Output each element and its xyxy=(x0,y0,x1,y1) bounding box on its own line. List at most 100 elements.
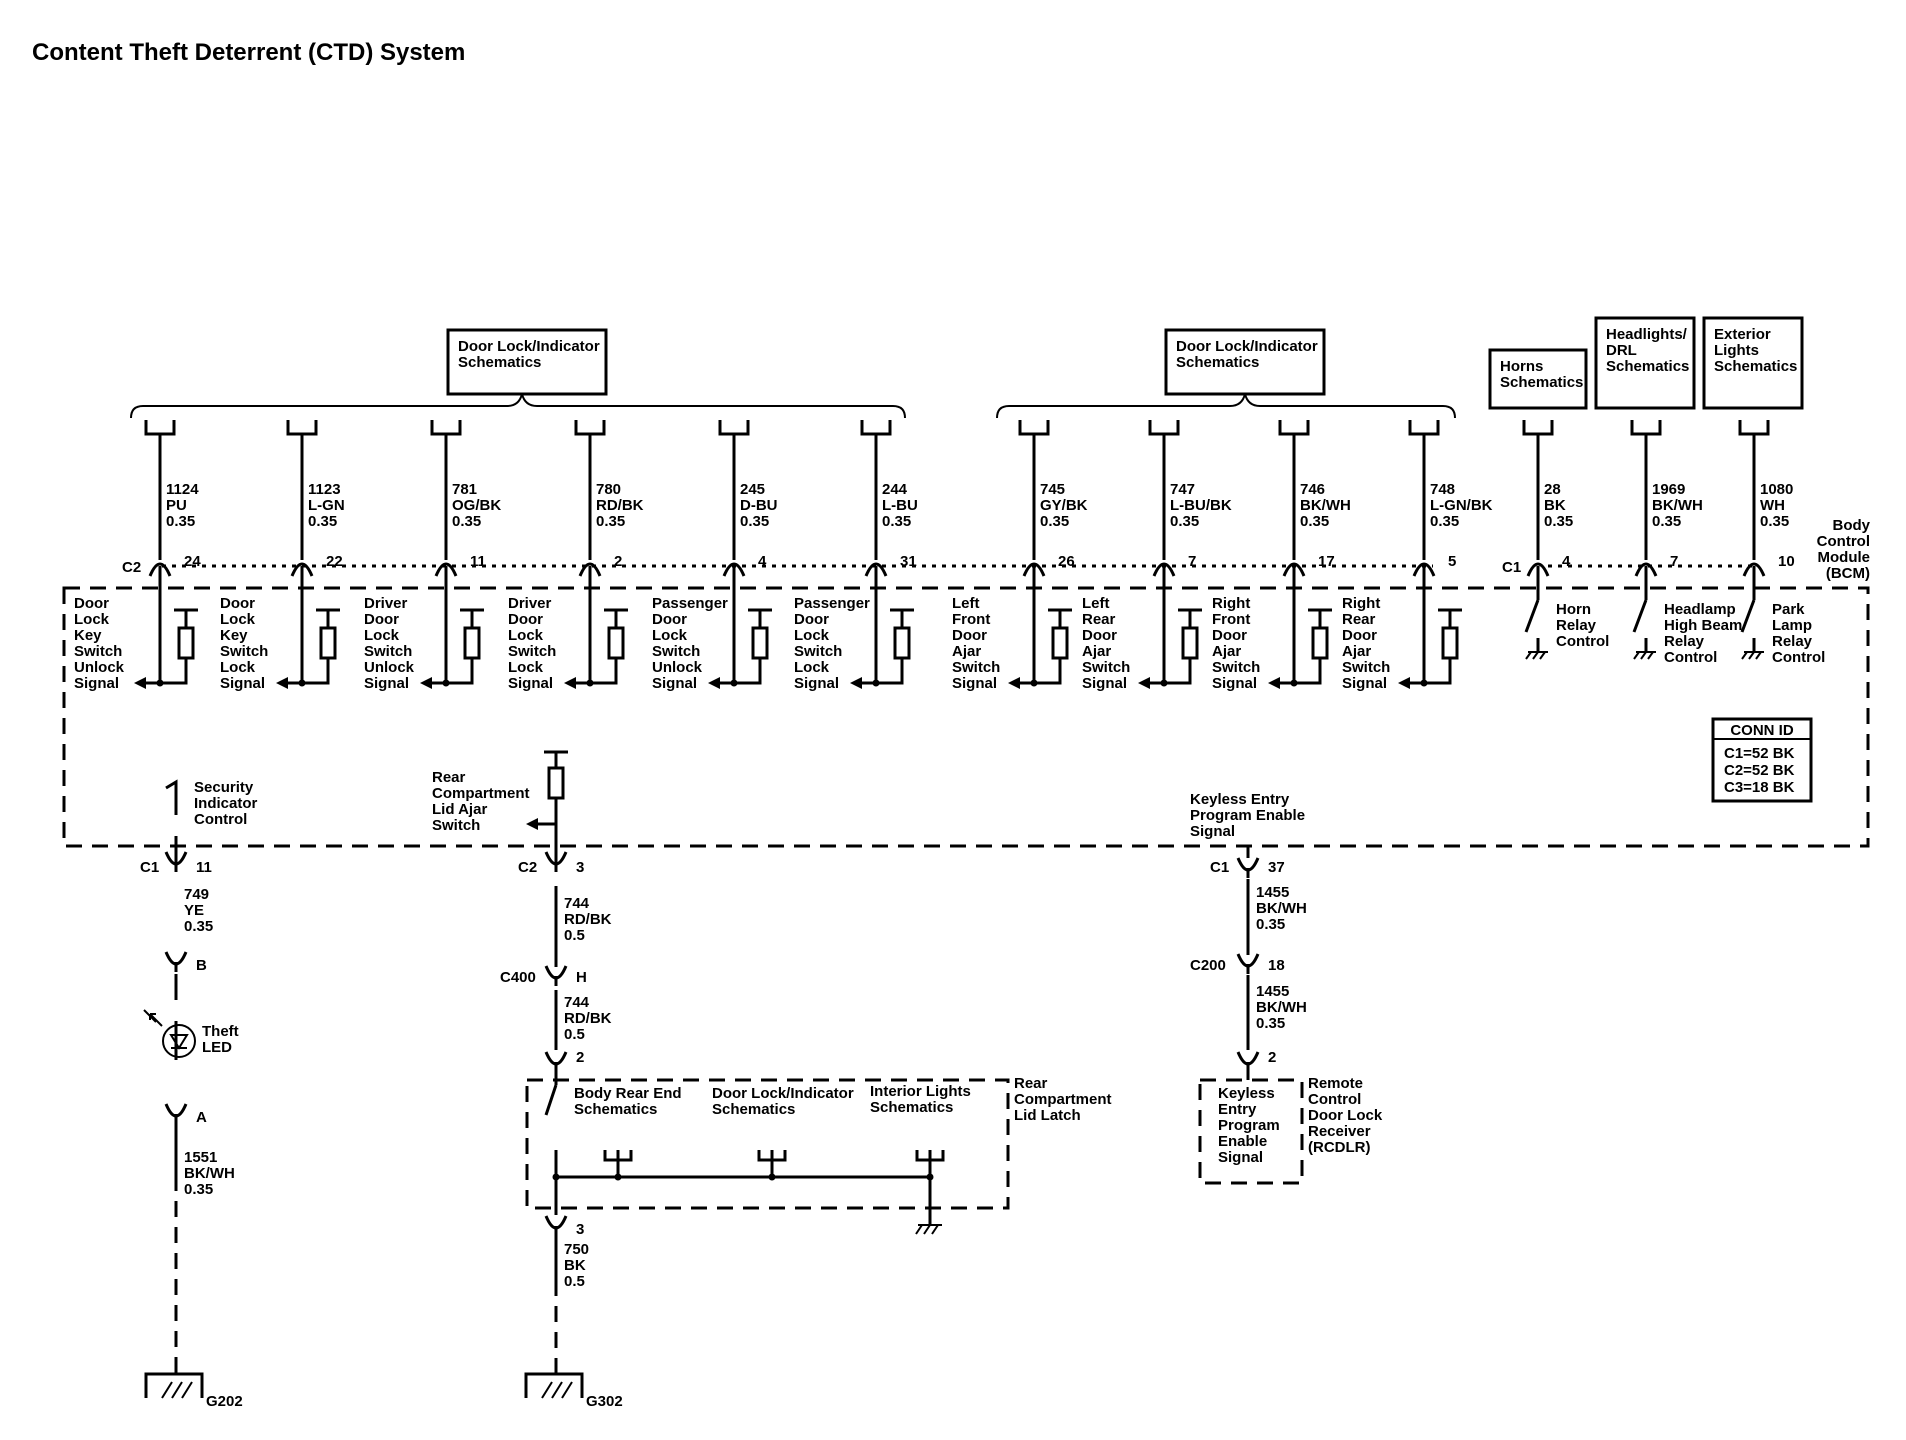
connector-breaks xyxy=(164,851,1260,1236)
ground-label: G302 xyxy=(586,1393,623,1410)
signal-label-line: Door xyxy=(794,611,829,628)
wire-color: BK/WH xyxy=(1652,497,1703,514)
connector-latch-break xyxy=(544,1051,568,1072)
signal-label-line: Door xyxy=(220,595,255,612)
led-label-line: LED xyxy=(202,1039,232,1056)
wire-text: 749 xyxy=(184,886,209,903)
wire-gauge: 0.35 xyxy=(452,513,481,530)
signal-label-line: Lamp xyxy=(1772,617,1812,634)
signal-label-line: Control xyxy=(1556,633,1609,650)
signal-label-line: Signal xyxy=(1342,675,1387,692)
wire-color: L-BU/BK xyxy=(1170,497,1232,514)
wire-number: 746 xyxy=(1300,481,1325,498)
connector-keyless-c1-break xyxy=(1236,857,1260,878)
keyless-conn: C1 xyxy=(1210,859,1229,876)
signal-label-line: Switch xyxy=(1082,659,1130,676)
latch-name-line: Lid Latch xyxy=(1014,1107,1081,1124)
schematic-ref: Interior Lights xyxy=(870,1083,971,1100)
signal-label-line: Control xyxy=(1772,649,1825,666)
signal-label-line: Relay xyxy=(1664,633,1705,650)
wire-color: BK xyxy=(1544,497,1566,514)
ground-symbols xyxy=(144,1372,584,1399)
keyless-label-line: Signal xyxy=(1190,823,1235,840)
c2-connector-label: C2 xyxy=(122,559,141,576)
rear-label-line: Rear xyxy=(432,769,466,786)
connector-pin: 4 xyxy=(1562,553,1571,570)
conn-id-header: CONN ID xyxy=(1730,722,1794,739)
signal-label-line: Ajar xyxy=(1212,643,1241,660)
wire-number: 1123 xyxy=(308,481,341,498)
signal-label-line: Signal xyxy=(508,675,553,692)
signal-label-line: Switch xyxy=(1212,659,1260,676)
bcm-circuit: 244L-BU0.3531PassengerDoorLockSwitchLock… xyxy=(794,420,918,692)
connector-pin: 5 xyxy=(1448,553,1456,570)
wire-gauge: 0.35 xyxy=(1040,513,1069,530)
connector-c2-break xyxy=(544,851,568,872)
security-label-line: Indicator xyxy=(194,795,258,812)
rcdlr-name-line: Control xyxy=(1308,1091,1361,1108)
signal-label-line: Door xyxy=(364,611,399,628)
connector-pin: 4 xyxy=(758,553,767,570)
wire-gauge: 0.35 xyxy=(1430,513,1459,530)
signal-label-line: Lock xyxy=(508,659,544,676)
reference-box-line: Schematics xyxy=(1176,354,1259,371)
security-pin: 11 xyxy=(196,859,212,876)
signal-label-line: Ajar xyxy=(1342,643,1371,660)
wire-number: 1969 xyxy=(1652,481,1685,498)
rcdlr-name-line: Door Lock xyxy=(1308,1107,1383,1124)
signal-label-line: Switch xyxy=(652,643,700,660)
wire-color: WH xyxy=(1760,497,1785,514)
security-indicator-circuit: Security Indicator Control C1 11 749 YE … xyxy=(140,779,258,1410)
signal-label-line: Door xyxy=(652,611,687,628)
connector-latch-out-break xyxy=(544,1215,568,1236)
signal-label-line: Lock xyxy=(794,659,830,676)
led-label-line: Theft xyxy=(202,1023,239,1040)
connector-pin: 10 xyxy=(1778,553,1795,570)
signal-label-line: Driver xyxy=(508,595,552,612)
signal-label-line: Door xyxy=(1082,627,1117,644)
wire-text: 0.5 xyxy=(564,927,585,944)
signal-label-line: Signal xyxy=(1212,675,1257,692)
bcm-label: Body Control Module (BCM) xyxy=(1817,517,1871,582)
signal-label-line: Door xyxy=(1342,627,1377,644)
wire-number: 244 xyxy=(882,481,908,498)
bcm-circuit: 745GY/BK0.3526LeftFrontDoorAjarSwitchSig… xyxy=(952,420,1088,692)
bcm-label-line: Module xyxy=(1818,549,1871,566)
wire-number: 28 xyxy=(1544,481,1561,498)
c400-pin: H xyxy=(576,969,587,986)
wire-color: D-BU xyxy=(740,497,778,514)
bcm-label-line: Control xyxy=(1817,533,1870,550)
bcm-circuit: 1124PU0.3524DoorLockKeySwitchUnlockSigna… xyxy=(74,420,201,692)
signal-label-line: Passenger xyxy=(794,595,870,612)
wire-gauge: 0.35 xyxy=(882,513,911,530)
rcdlr-signal-line: Enable xyxy=(1218,1133,1267,1150)
wire-number: 1124 xyxy=(166,481,199,498)
bcm-circuit: 746BK/WH0.3517RightFrontDoorAjarSwitchSi… xyxy=(1212,420,1351,692)
rcdlr-name-line: Remote xyxy=(1308,1075,1363,1092)
connector-pin: 11 xyxy=(470,553,486,570)
wire-color: GY/BK xyxy=(1040,497,1088,514)
wire-number: 780 xyxy=(596,481,621,498)
signal-label-line: Door xyxy=(952,627,987,644)
rcdlr-outline xyxy=(1198,1078,1304,1185)
wire-text: 0.35 xyxy=(184,1181,213,1198)
conn-id-line: C2=52 BK xyxy=(1724,762,1795,779)
schematic-ref: Door Lock/Indicator xyxy=(712,1085,854,1102)
rcdlr-signal-line: Entry xyxy=(1218,1101,1257,1118)
wire-text: BK/WH xyxy=(1256,900,1307,917)
reference-box-line: Door Lock/Indicator xyxy=(458,338,600,355)
signal-label-line: Ajar xyxy=(952,643,981,660)
connector-pin: 22 xyxy=(326,553,343,570)
wire-color: BK/WH xyxy=(1300,497,1351,514)
signal-label-line: Lock xyxy=(220,659,256,676)
bcm-label-line: (BCM) xyxy=(1826,565,1870,582)
wire-color: L-GN/BK xyxy=(1430,497,1493,514)
signal-label-line: Park xyxy=(1772,601,1805,618)
keyless-entry-circuit: Keyless Entry Program Enable Signal C1 3… xyxy=(1190,791,1383,1185)
signal-label-line: Right xyxy=(1342,595,1380,612)
ground-icon xyxy=(524,1372,584,1399)
